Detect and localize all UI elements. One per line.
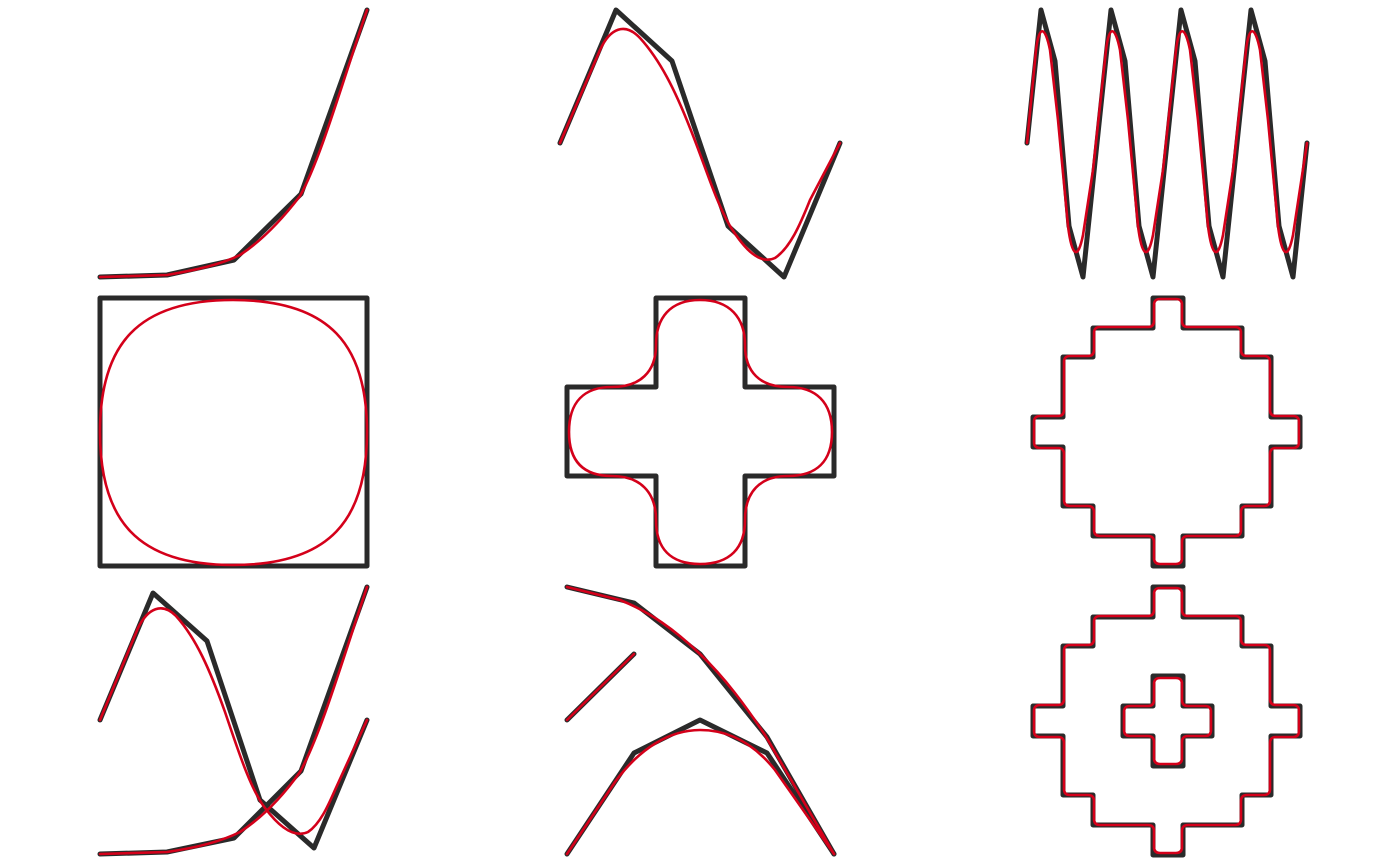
- smoothed-curve: [98, 298, 369, 567]
- panel-plus-shape: [564, 295, 837, 569]
- smoothed-curve-inner: [1122, 676, 1213, 766]
- panel-exponential-curve: [97, 7, 370, 280]
- control-polygon: [557, 7, 843, 280]
- smoothed-curve: [1032, 297, 1301, 566]
- smoothed-curve: [98, 8, 369, 279]
- control-polygon: [564, 295, 837, 569]
- smoothed-curve-fall: [565, 585, 836, 856]
- smoothed-curve: [567, 298, 834, 566]
- smoothed-curve: [558, 27, 842, 261]
- control-polygon-inner: [1120, 673, 1215, 769]
- smoothed-curve-sine: [98, 607, 369, 835]
- smoothed-curve-arch: [565, 728, 836, 856]
- panel-stepped-octagon: [1030, 295, 1303, 569]
- smoothed-curve: [1025, 29, 1309, 254]
- smoothed-curve-exponential: [98, 585, 369, 856]
- control-polygon-sine: [97, 590, 370, 851]
- panel-broken-curves: [564, 584, 837, 857]
- panel-stepped-octagon-with-hole: [1030, 584, 1303, 858]
- smoothed-curve-outer: [1032, 586, 1301, 855]
- smoothed-segment: [565, 652, 636, 722]
- panel-sine-curve: [557, 7, 843, 280]
- panel-square: [97, 295, 370, 569]
- panel-overlapping-curves: [97, 584, 370, 857]
- panel-zigzag-wave: [1024, 7, 1310, 280]
